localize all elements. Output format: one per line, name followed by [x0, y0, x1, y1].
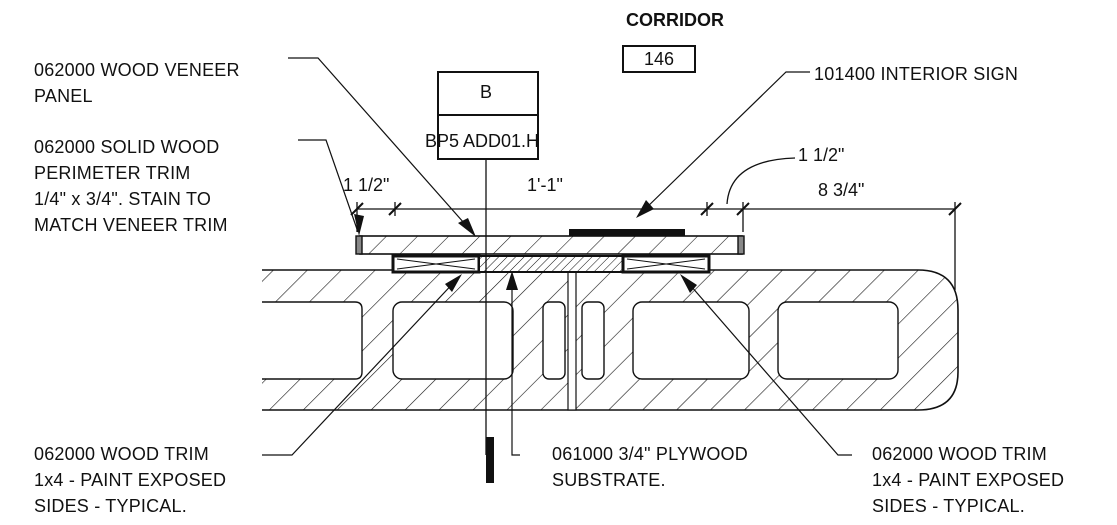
note-line: 062000 SOLID WOOD: [34, 137, 220, 157]
wood-trim-right: [621, 254, 711, 274]
note-line: 062000 WOOD TRIM: [872, 444, 1047, 464]
note-wood-trim-right: 062000 WOOD TRIM 1x4 - PAINT EXPOSED SID…: [872, 441, 1064, 519]
note-plywood: 061000 3/4" PLYWOOD SUBSTRATE.: [552, 441, 748, 493]
note-veneer-panel: 062000 WOOD VENEER PANEL: [34, 57, 240, 109]
dimension-right-top: 1 1/2": [798, 145, 845, 165]
note-line: SIDES - TYPICAL.: [34, 496, 187, 516]
wood-trim-left: [391, 254, 481, 274]
note-line: SIDES - TYPICAL.: [872, 496, 1025, 516]
interior-sign-plate: [569, 229, 685, 236]
note-line: 1x4 - PAINT EXPOSED: [34, 470, 227, 490]
dimension-left: 1 1/2": [343, 175, 390, 195]
note-interior-sign: 101400 INTERIOR SIGN: [814, 61, 1018, 87]
note-perimeter-trim: 062000 SOLID WOOD PERIMETER TRIM 1/4" x …: [34, 134, 228, 238]
dimension-right: 8 3/4": [818, 180, 865, 200]
note-line: 062000 WOOD VENEER: [34, 60, 240, 80]
leader-arrows: [354, 200, 697, 293]
plywood-substrate: [478, 255, 624, 273]
note-line: PANEL: [34, 86, 93, 106]
room-name: CORRIDOR: [626, 10, 724, 30]
perimeter-trim-left: [355, 235, 363, 255]
wall-section: [262, 269, 959, 411]
perimeter-trim-right: [737, 235, 745, 255]
sign-tag-code: BP5 ADD01.H: [425, 131, 540, 151]
wall-cores: [262, 301, 899, 380]
elevation-marker: [486, 437, 494, 483]
note-line: SUBSTRATE.: [552, 470, 666, 490]
note-line: 1/4" x 3/4". STAIN TO: [34, 189, 212, 209]
dimension-lines: [350, 157, 962, 290]
note-wood-trim-left: 062000 WOOD TRIM 1x4 - PAINT EXPOSED SID…: [34, 441, 226, 519]
room-number: 146: [622, 45, 696, 73]
note-line: 1x4 - PAINT EXPOSED: [872, 470, 1065, 490]
sign-tag-letter: B: [480, 82, 493, 102]
sign-tag-divider: [437, 114, 537, 116]
note-line: 062000 WOOD TRIM: [34, 444, 209, 464]
leader-lines: [262, 57, 852, 456]
note-line: 101400 INTERIOR SIGN: [814, 64, 1019, 84]
dimension-center: 1'-1": [527, 175, 563, 195]
note-line: 061000 3/4" PLYWOOD: [552, 444, 748, 464]
note-line: PERIMETER TRIM: [34, 163, 191, 183]
note-line: MATCH VENEER TRIM: [34, 215, 228, 235]
veneer-panel: [355, 235, 745, 255]
